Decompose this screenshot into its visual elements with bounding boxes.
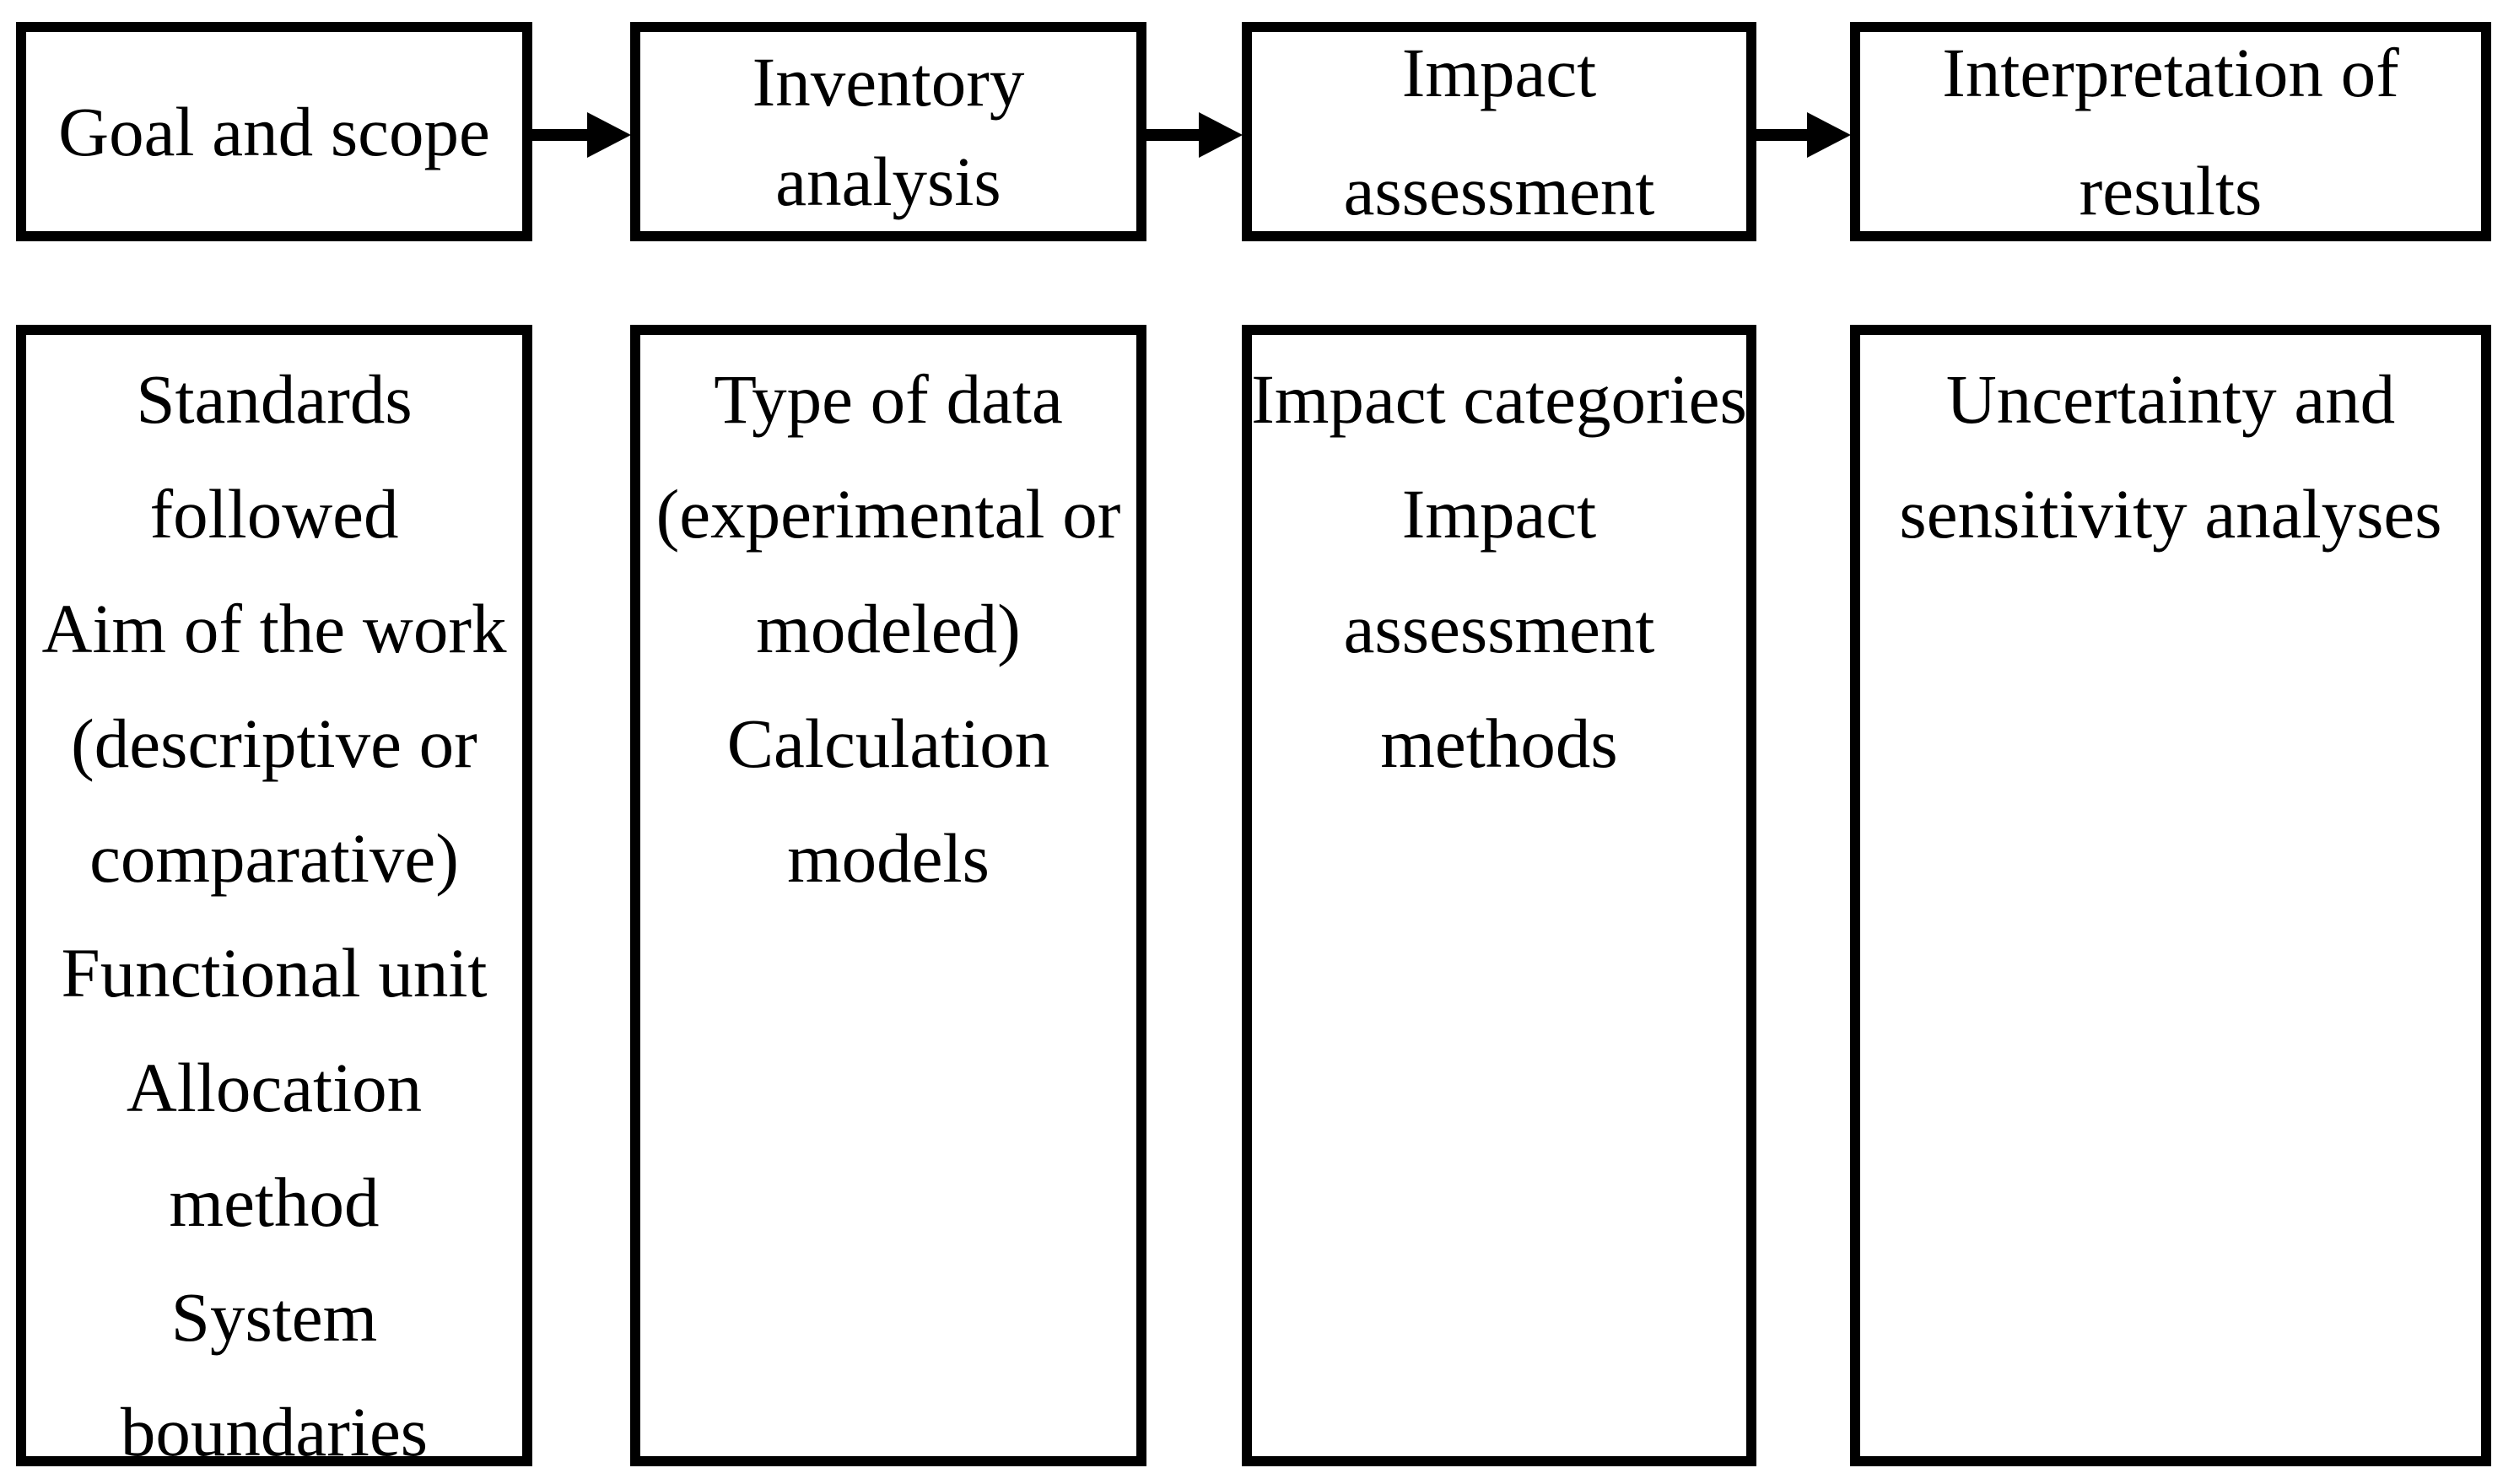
detail-line: modeled) bbox=[756, 590, 1021, 667]
detail-line: sensitivity analyses bbox=[1899, 475, 2442, 553]
detail-line: (descriptive or bbox=[71, 704, 477, 782]
flow-arrow-icon-3 bbox=[1807, 112, 1851, 158]
details-box-interpretation-of-results: Uncertainty and sensitivity analyses bbox=[1850, 325, 2491, 1466]
detail-line: Uncertainty and bbox=[1945, 360, 2396, 438]
flow-arrow-icon-2 bbox=[1199, 112, 1243, 158]
detail-line: Calculation bbox=[726, 704, 1050, 782]
detail-line: boundaries bbox=[120, 1393, 429, 1471]
stage-box-impact-assessment: Impact assessment bbox=[1242, 22, 1756, 241]
stage-label: Inventory bbox=[752, 43, 1025, 121]
flow-arrow-shaft-2 bbox=[1144, 129, 1201, 141]
stage-box-goal-and-scope: Goal and scope bbox=[16, 22, 532, 241]
detail-line: Allocation bbox=[126, 1049, 423, 1126]
details-box-inventory-analysis: Type of data (experimental or modeled) C… bbox=[630, 325, 1146, 1466]
stage-label: Interpretation of bbox=[1942, 34, 2399, 111]
detail-line: Standards bbox=[136, 360, 413, 438]
stage-label: results bbox=[2079, 152, 2263, 229]
detail-line: Aim of the work bbox=[41, 590, 507, 667]
detail-line: Impact bbox=[1401, 475, 1597, 553]
flow-arrow-shaft-1 bbox=[525, 129, 589, 141]
detail-line: comparative) bbox=[89, 819, 459, 897]
stage-box-inventory-analysis: Inventory analysis bbox=[630, 22, 1146, 241]
stage-label: analysis bbox=[775, 143, 1001, 220]
detail-line: Type of data bbox=[714, 360, 1063, 438]
details-box-goal-and-scope: Standards followed Aim of the work (desc… bbox=[16, 325, 532, 1471]
flow-arrow-icon-1 bbox=[587, 112, 631, 158]
details-box-impact-assessment: Impact categories Impact assessment meth… bbox=[1242, 325, 1756, 1466]
detail-line: methods bbox=[1380, 704, 1618, 782]
flow-arrow-shaft-3 bbox=[1754, 129, 1810, 141]
stage-box-interpretation-of-results: Interpretation of results bbox=[1850, 22, 2491, 241]
detail-line: (experimental or bbox=[655, 475, 1121, 553]
detail-line: assessment bbox=[1343, 590, 1655, 667]
stage-label: assessment bbox=[1343, 152, 1655, 229]
detail-line: System bbox=[170, 1278, 378, 1356]
detail-line: method bbox=[169, 1163, 380, 1241]
stage-label: Goal and scope bbox=[58, 93, 490, 170]
detail-line: models bbox=[787, 819, 990, 897]
detail-line: Functional unit bbox=[61, 934, 488, 1012]
stage-label: Impact bbox=[1401, 34, 1597, 111]
detail-line: Impact categories bbox=[1251, 360, 1747, 438]
detail-line: followed bbox=[149, 475, 399, 553]
